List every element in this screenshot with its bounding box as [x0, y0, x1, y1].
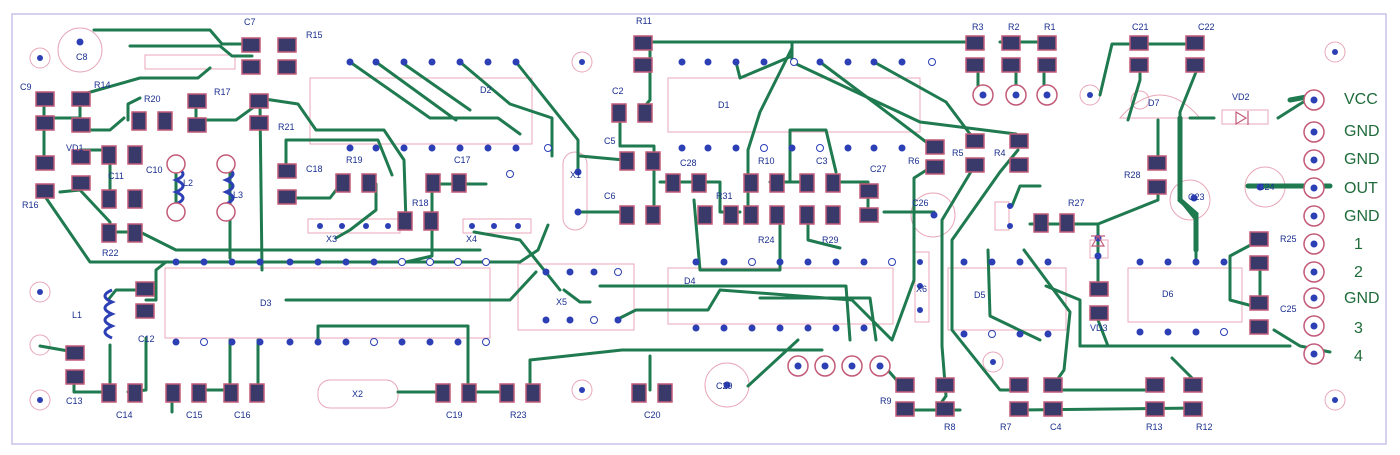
- label-r22: R22: [102, 248, 119, 258]
- label-d4: D4: [684, 276, 696, 286]
- label-c17: C17: [454, 155, 471, 165]
- label-vd1: VD1: [66, 143, 84, 153]
- label-c9: C9: [20, 82, 32, 92]
- label-c10: C10: [146, 165, 163, 175]
- label-r25: R25: [1280, 234, 1297, 244]
- label-l1: L1: [72, 310, 82, 320]
- label-r20: R20: [144, 94, 161, 104]
- label-r21: R21: [278, 122, 295, 132]
- label-r11: R11: [636, 16, 652, 26]
- label-c23: C23: [1188, 192, 1205, 202]
- label-r15: R15: [306, 30, 323, 40]
- label-r28: R28: [1124, 170, 1141, 180]
- label-x1: X1: [570, 170, 581, 180]
- label-c20: C20: [644, 410, 661, 420]
- connector-pin-1-label: 1: [1354, 236, 1363, 253]
- label-x2: X2: [352, 389, 363, 399]
- smd-pads: [35, 35, 1269, 417]
- label-r6: R6: [908, 156, 920, 166]
- label-r8: R8: [944, 422, 956, 432]
- label-c29: C29: [716, 381, 733, 391]
- label-r1: R1: [1044, 22, 1056, 32]
- label-d3: D3: [260, 298, 272, 308]
- label-r27: R27: [1068, 198, 1085, 208]
- label-l2: L2: [183, 178, 193, 188]
- label-c6: C6: [604, 191, 616, 201]
- label-r24: R24: [758, 235, 775, 245]
- label-c24: C24: [1258, 182, 1275, 192]
- connector-pin-gnd-label: GND: [1344, 123, 1380, 140]
- label-r7: R7: [1000, 422, 1012, 432]
- large-pad-holes: [794, 91, 1318, 370]
- diode-symbols: [1090, 110, 1249, 247]
- label-d5: D5: [974, 290, 986, 300]
- label-c26: C26: [912, 198, 929, 208]
- label-c22: C22: [1198, 22, 1215, 32]
- label-r29: R29: [822, 235, 839, 245]
- label-d2: D2: [480, 85, 492, 95]
- connector-labels: VCC GND GND OUT GND 1 2 GND 3 4: [1344, 91, 1380, 365]
- label-r18: R18: [412, 198, 429, 208]
- connector-pin-gnd-label: GND: [1344, 208, 1380, 225]
- connector-pin-4-label: 4: [1354, 348, 1363, 365]
- label-r2: R2: [1008, 22, 1020, 32]
- label-c12: C12: [138, 334, 155, 344]
- through-hole-pins: [76, 38, 1264, 389]
- label-c16: C16: [234, 410, 251, 420]
- label-x4: X4: [466, 234, 477, 244]
- connector-pin-2-label: 2: [1354, 264, 1363, 281]
- inductor-l1-coil: [103, 288, 116, 340]
- label-r16: R16: [22, 200, 39, 210]
- label-c28: C28: [680, 158, 697, 168]
- label-c2: C2: [612, 86, 624, 96]
- connector-pin-3-label: 3: [1354, 320, 1363, 337]
- board-outline: [11, 13, 1387, 445]
- label-c19: C19: [446, 410, 463, 420]
- component-labels: C7 R15 C8 C9 R14 R20 R17 R21 VD1 C11 C10…: [20, 16, 1297, 432]
- label-r12: R12: [1196, 422, 1213, 432]
- label-l3: L3: [233, 190, 243, 200]
- label-r4: R4: [994, 148, 1006, 158]
- label-c18: C18: [306, 164, 323, 174]
- label-d7: D7: [1148, 98, 1160, 108]
- label-r14: R14: [94, 80, 111, 90]
- label-c3: C3: [816, 156, 828, 166]
- label-r17: R17: [214, 87, 231, 97]
- label-r19: R19: [346, 155, 363, 165]
- label-r23: R23: [510, 410, 527, 420]
- label-c4: C4: [1050, 422, 1062, 432]
- label-c8: C8: [76, 52, 88, 62]
- label-c15: C15: [186, 410, 203, 420]
- label-r10: R10: [758, 156, 775, 166]
- label-d6: D6: [1162, 289, 1174, 299]
- label-x6: X6: [916, 284, 927, 294]
- label-c13: C13: [66, 396, 83, 406]
- label-r3: R3: [972, 22, 984, 32]
- label-r9: R9: [880, 396, 892, 406]
- label-vd3: VD3: [1090, 323, 1108, 333]
- label-r13: R13: [1146, 422, 1163, 432]
- label-c11: C11: [108, 171, 124, 181]
- connector-pin-out-label: OUT: [1344, 180, 1378, 197]
- label-c25: C25: [1280, 304, 1297, 314]
- mounting-holes: [29, 41, 1346, 411]
- label-x5: X5: [556, 297, 567, 307]
- connector-pin-gnd-label: GND: [1344, 151, 1380, 168]
- label-c27: C27: [870, 164, 887, 174]
- label-c7: C7: [244, 17, 256, 27]
- label-r31: R31: [716, 191, 733, 201]
- label-vd2: VD2: [1232, 92, 1250, 102]
- connector-pin-gnd-label: GND: [1344, 290, 1380, 307]
- label-x3: X3: [326, 234, 337, 244]
- label-r5: R5: [952, 148, 964, 158]
- label-c21: C21: [1132, 22, 1149, 32]
- connector-pin-vcc-label: VCC: [1344, 91, 1378, 108]
- label-d1: D1: [718, 100, 730, 110]
- label-c14: C14: [116, 410, 133, 420]
- label-c5: C5: [604, 136, 616, 146]
